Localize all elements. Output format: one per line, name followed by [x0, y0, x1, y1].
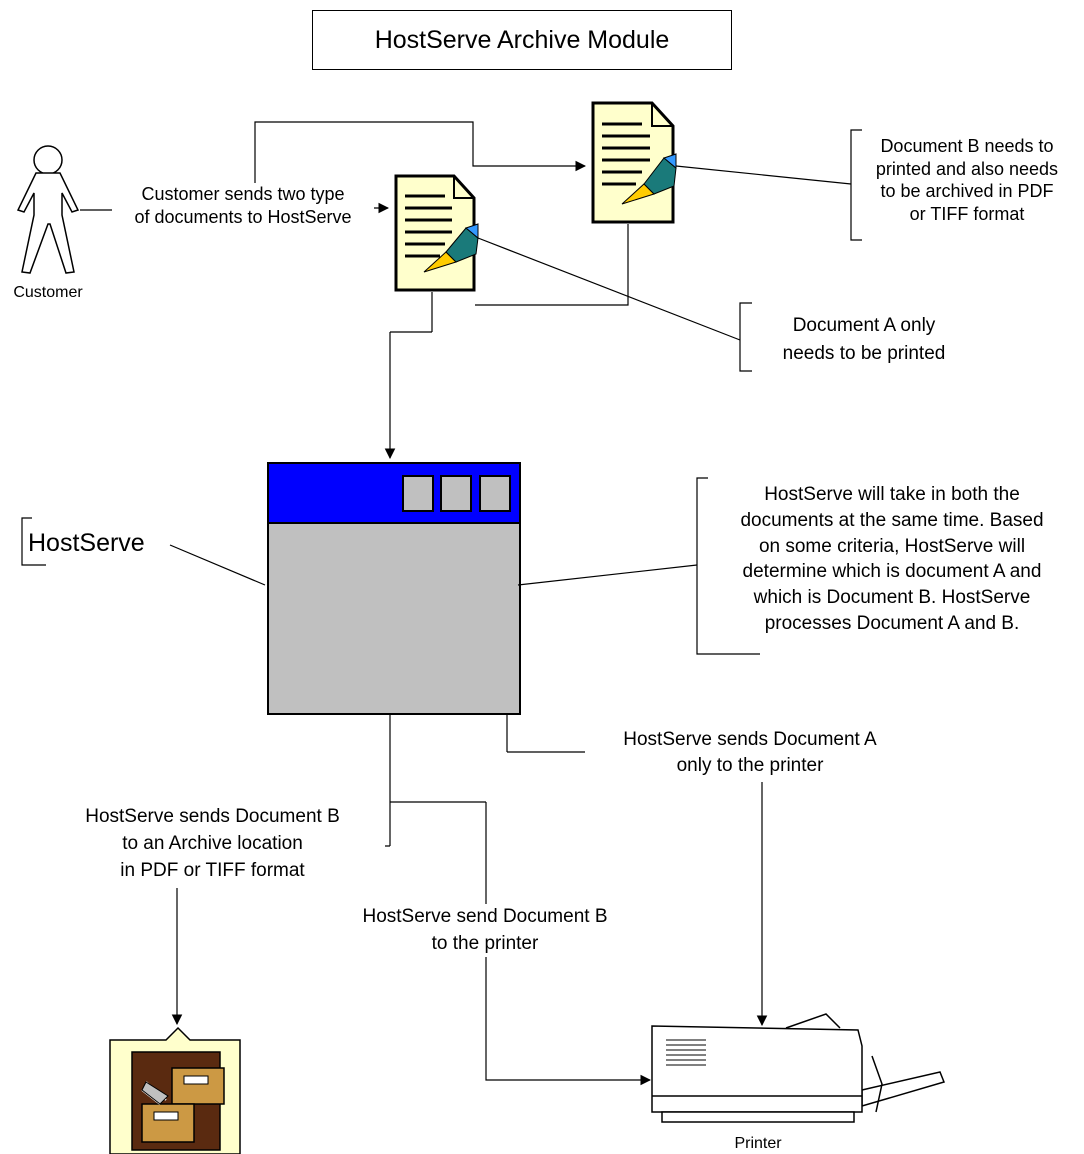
output-connectors: [171, 714, 768, 1086]
document-callouts: [477, 129, 862, 372]
hostserve-process-note: HostServe will take in both the document…: [740, 484, 1044, 635]
customer-icon: [16, 145, 80, 274]
document-a-icon: [394, 174, 479, 292]
hostserve-callouts: [21, 477, 760, 655]
sends-a-to-printer-label: HostServe sends Document A only to the p…: [585, 727, 915, 780]
document-a-note: Document A only needs to be printed: [782, 315, 946, 364]
archive-cabinet-icon: [109, 1026, 241, 1154]
hostserve-label: HostServe: [28, 529, 145, 557]
customer-sends-label: Customer sends two type of documents to …: [112, 183, 374, 228]
hostserve-window-icon: [267, 462, 521, 715]
printer-icon: [651, 1013, 946, 1123]
sends-b-to-printer-label: HostServe send Document B to the printer: [320, 904, 650, 958]
printer-label: Printer: [734, 1135, 782, 1152]
diagram-title: HostServe Archive Module: [312, 10, 732, 70]
sends-b-to-archive-label: HostServe sends Document B to an Archive…: [40, 804, 385, 885]
customer-label: Customer: [13, 284, 83, 301]
document-b-note: Document B needs to printed and also nee…: [875, 136, 1059, 224]
document-b-icon: [591, 101, 677, 224]
documents-to-hostserve-connector: [384, 224, 629, 460]
